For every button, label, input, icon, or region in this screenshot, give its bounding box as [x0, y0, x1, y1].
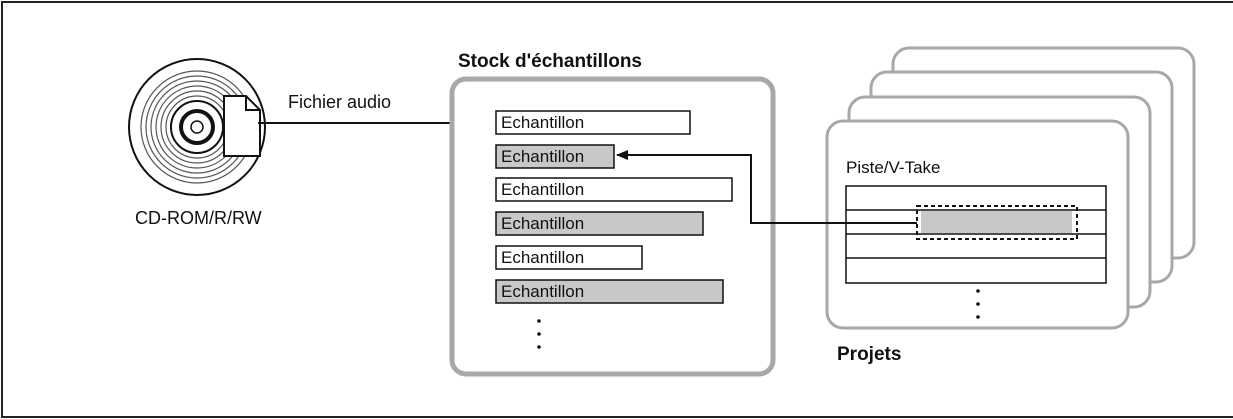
audio-file-icon	[223, 95, 261, 157]
save-arrow	[616, 150, 917, 224]
stock-more-dots	[537, 319, 541, 349]
sample-box	[495, 144, 615, 169]
sample-box	[495, 110, 691, 135]
sample-box	[495, 245, 643, 270]
sample-label: Echantillon	[501, 180, 585, 199]
selection-marquee	[916, 205, 1078, 240]
projects-title: Projets	[837, 344, 902, 365]
sample-label: Echantillon	[501, 113, 585, 132]
selected-region	[921, 211, 1072, 233]
sample-label: Echantillon	[501, 147, 585, 166]
sample-label: Echantillon	[501, 282, 585, 301]
stock-title: Stock d'échantillons	[458, 51, 642, 72]
sample-label: Echantillon	[501, 248, 585, 267]
project-more-dots	[976, 289, 980, 319]
sample-box	[495, 177, 733, 202]
sample-label: Echantillon	[501, 214, 585, 233]
sample-box	[495, 279, 724, 304]
sample-box	[495, 211, 704, 236]
media-label: CD-ROM/R/RW	[135, 208, 262, 228]
track-label: Piste/V-Take	[846, 158, 941, 177]
file-label: Fichier audio	[288, 92, 392, 112]
